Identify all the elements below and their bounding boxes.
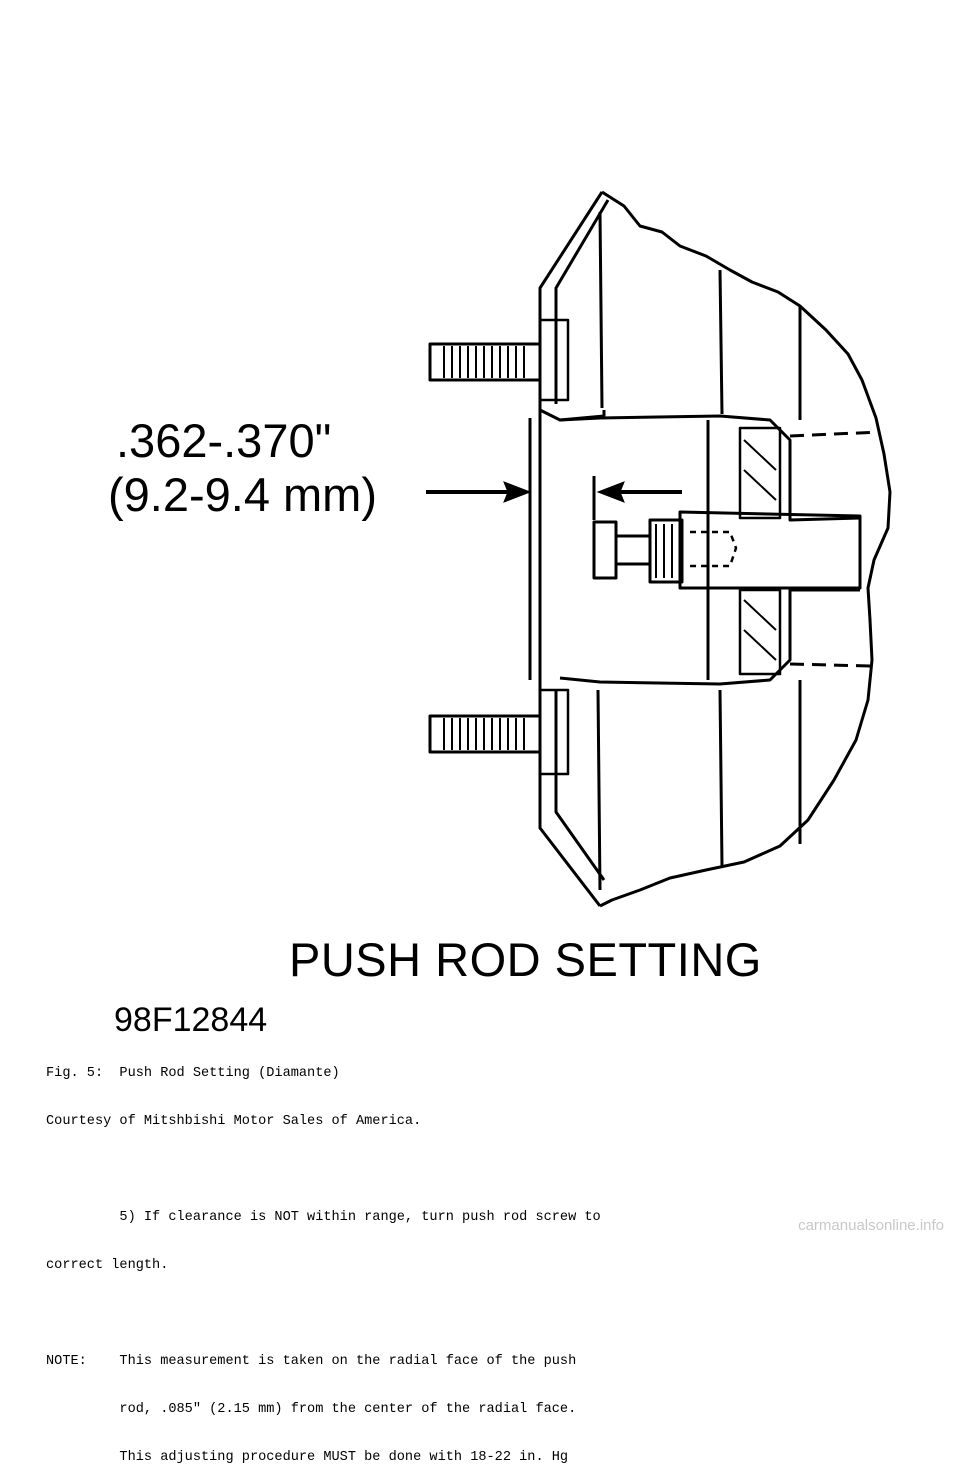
blank-line [46, 1162, 601, 1178]
hub-housing [559, 414, 861, 522]
note-text: rod, .085" (2.15 mm) from the center of … [46, 1402, 577, 1417]
figure-code: 98F12844 [114, 1001, 268, 1039]
dimension-mm-label: (9.2-9.4 mm) [108, 468, 377, 521]
lower-stud [428, 688, 570, 776]
push-rod-setting-illustration [426, 190, 892, 908]
note-text: This adjusting procedure MUST be done wi… [46, 1450, 569, 1465]
step-text: correct length. [46, 1258, 169, 1273]
shell-upper [538, 191, 606, 422]
courtesy-line: Courtesy of Mitshbishi Motor Sales of Am… [46, 1114, 422, 1129]
dimension-inches-label: .362-.370" [116, 414, 332, 467]
watermark-text: carmanualsonline.info [798, 1217, 944, 1234]
step-text: 5) If clearance is NOT within range, tur… [46, 1210, 601, 1225]
figure-caption: Fig. 5: Push Rod Setting (Diamante) [46, 1066, 340, 1081]
note-text: NOTE: This measurement is taken on the r… [46, 1354, 577, 1369]
measurement-arrow [426, 481, 532, 503]
booster-housing-outline [599, 190, 892, 908]
blank-line [46, 1306, 601, 1322]
upper-stud [428, 318, 570, 402]
shell-lower [538, 678, 602, 907]
push-rod-arrow [596, 481, 682, 503]
document-text: Fig. 5: Push Rod Setting (Diamante) Cour… [46, 1034, 601, 1482]
push-rod [592, 518, 738, 584]
figure-title: PUSH ROD SETTING [289, 933, 762, 986]
